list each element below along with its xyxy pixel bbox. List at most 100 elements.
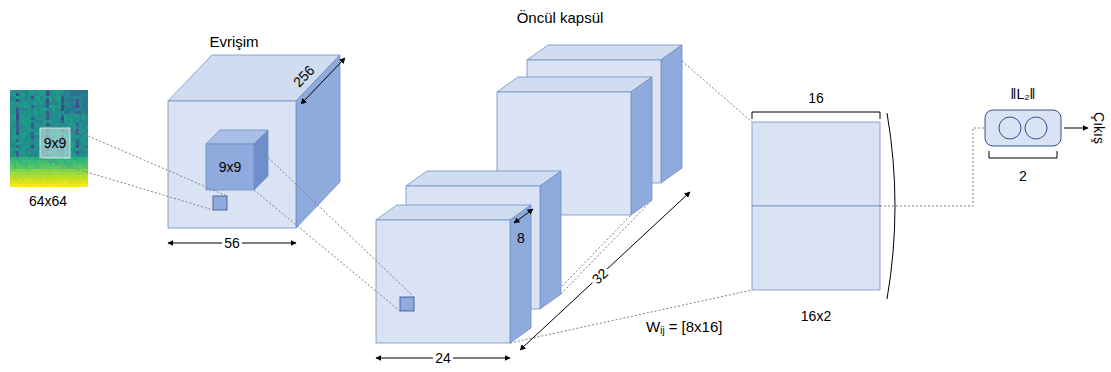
spectrogram-cell (64, 102, 67, 105)
spectrogram-cell (37, 90, 40, 93)
spectrogram-cell (73, 145, 76, 148)
spectrogram-cell (25, 108, 28, 111)
spectrogram-cell (19, 99, 22, 102)
spectrogram-cell (64, 169, 67, 172)
spectrogram-cell (10, 166, 13, 169)
spectrogram-cell (85, 181, 88, 184)
spectrogram-cell (13, 181, 16, 184)
spectrogram-cell (55, 181, 58, 184)
spectrogram-cell (25, 169, 28, 172)
spectrogram-cell (79, 126, 82, 129)
spectrogram-cell (55, 99, 58, 102)
spectrogram-cell (22, 178, 25, 181)
spectrogram-cell (31, 166, 34, 169)
spectrogram-cell (43, 181, 46, 184)
spectrogram-cell (31, 148, 34, 151)
spectrogram-cell (31, 172, 34, 175)
spectrogram-cell (37, 96, 40, 99)
spectrogram-cell (31, 102, 34, 105)
spectrogram-cell (25, 175, 28, 178)
spectrogram-cell (76, 184, 79, 187)
spectrogram-cell (82, 114, 85, 117)
spectrogram-cell (76, 181, 79, 184)
spectrogram-cell (28, 166, 31, 169)
spectrogram-cell (70, 148, 73, 151)
spectrogram-cell (25, 139, 28, 142)
spectrogram-cell (52, 117, 55, 120)
spectrogram-cell (52, 181, 55, 184)
spectrogram-cell (58, 160, 61, 163)
spectrogram-cell (31, 93, 34, 96)
spectrogram-cell (61, 102, 64, 105)
spectrogram-cell (28, 123, 31, 126)
spectrogram-cell (25, 96, 28, 99)
spectrogram-cell (28, 175, 31, 178)
spectrogram-cell (73, 123, 76, 126)
spectrogram-cell (16, 169, 19, 172)
spectrogram-cell (13, 178, 16, 181)
spectrogram-cell (49, 172, 52, 175)
spectrogram-cell (52, 175, 55, 178)
spectrogram-cell (82, 123, 85, 126)
spectrogram-cell (46, 99, 49, 102)
spectrogram-cell (34, 160, 37, 163)
feature-cell (213, 196, 227, 210)
spectrogram-cell (10, 151, 13, 154)
spectrogram-cell (82, 184, 85, 187)
spectrogram-cell (49, 93, 52, 96)
spectrogram-cell (16, 135, 19, 138)
spectrogram-cell (25, 93, 28, 96)
spectrogram-cell (13, 169, 16, 172)
spectrogram-cell (34, 181, 37, 184)
spectrogram-cell (10, 90, 13, 93)
spectrogram-cell (85, 90, 88, 93)
cube-side (540, 171, 561, 309)
spectrogram-cell (13, 148, 16, 151)
depth-line (561, 200, 652, 294)
spectrogram-cell (43, 90, 46, 93)
spectrogram-cell (13, 151, 16, 154)
spectrogram-cell (34, 99, 37, 102)
spectrogram-cell (22, 90, 25, 93)
spectrogram-cell (25, 99, 28, 102)
spectrogram-cell (25, 111, 28, 114)
spectrogram-cell (16, 132, 19, 135)
spectrogram-cell (70, 117, 73, 120)
spectrogram-cell (85, 145, 88, 148)
spectrogram-cell (76, 93, 79, 96)
spectrogram-cell (79, 148, 82, 151)
spectrogram-cell (22, 96, 25, 99)
spectrogram-cell (31, 120, 34, 123)
spectrogram-cell (28, 105, 31, 108)
spectrogram-cell (40, 160, 43, 163)
spectrogram-cell (55, 172, 58, 175)
spectrogram-cell (22, 148, 25, 151)
spectrogram-cell (82, 160, 85, 163)
spectrogram-cell (19, 145, 22, 148)
spectrogram-cell (16, 142, 19, 145)
spectrogram-cell (34, 126, 37, 129)
spectrogram-cell (82, 135, 85, 138)
spectrogram-cell (28, 145, 31, 148)
spectrogram-cell (67, 160, 70, 163)
spectrogram-cell (76, 105, 79, 108)
spectrogram-cell (58, 178, 61, 181)
spectrogram-cell (76, 163, 79, 166)
spectrogram-cell (37, 163, 40, 166)
spectrogram-cell (34, 184, 37, 187)
spectrogram-cell (58, 175, 61, 178)
spectrogram-cell (10, 148, 13, 151)
spectrogram-cell (73, 93, 76, 96)
spectrogram-cell (31, 151, 34, 154)
spectrogram-cell (31, 169, 34, 172)
spectrogram-cell (31, 160, 34, 163)
weight-subscript: ij (660, 325, 664, 337)
spectrogram-cell (82, 142, 85, 145)
spectrogram-cell (46, 172, 49, 175)
spectrogram-cell (10, 154, 13, 157)
spectrogram-cell (79, 154, 82, 157)
spectrogram-cell (10, 96, 13, 99)
spectrogram-cell (76, 96, 79, 99)
dimension-arrow (514, 209, 533, 223)
spectrogram-cell (19, 126, 22, 129)
